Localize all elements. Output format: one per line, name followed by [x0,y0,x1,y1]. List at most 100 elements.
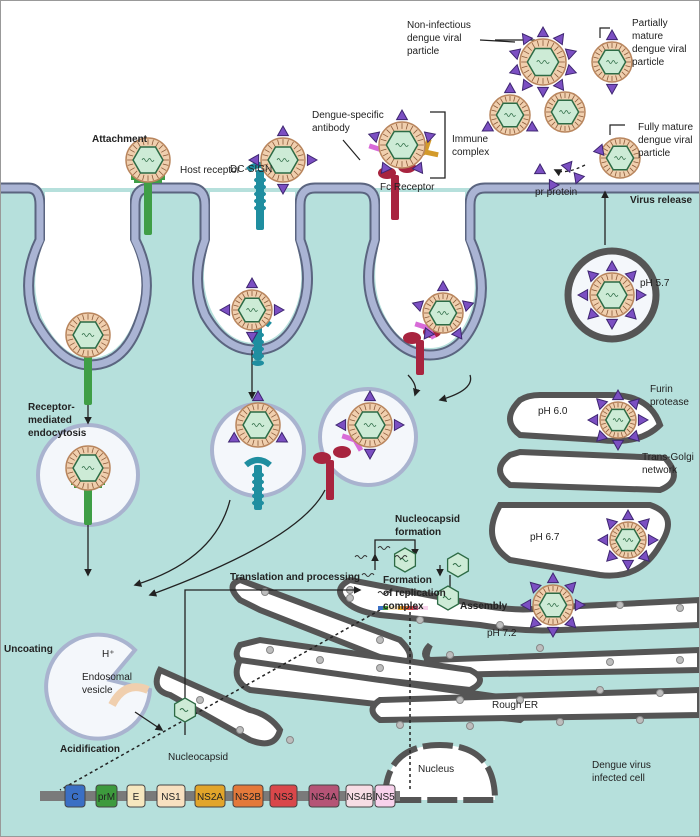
immune-complex-virion [367,108,437,175]
vesicle-virion [334,389,406,461]
endosomal-vesicle [44,632,153,741]
pr-protein [481,120,495,132]
genome-segment-label: NS4B [346,792,372,803]
pr-protein [395,108,409,121]
pr-protein [552,32,565,46]
rough-er-label: Rough ER [492,700,538,711]
genome-segment-ns2b: NS2B [232,784,264,808]
golgi-virion [586,388,650,452]
pr-protein [621,508,635,521]
ribosome [536,644,544,652]
pr-protein [450,327,463,340]
rough-er-sheet [369,686,700,724]
non-infectious-label: dengue viral [407,33,461,44]
dc-sign-receptor [246,162,274,230]
nucleocapsid [446,552,470,578]
pr-protein [548,178,561,192]
pr-protein [529,616,542,629]
genome-segment-ns3: NS3 [269,784,298,808]
pr-protein [647,533,660,547]
ribosome [376,636,384,644]
trans-golgi-label: Trans-Golgi [642,452,694,463]
assembly-label: Assembly [460,601,508,612]
pr-protein [367,131,381,144]
viral-rna [361,573,375,577]
ribosome [636,716,644,724]
pr-protein [393,418,406,432]
pr-protein [247,153,260,167]
replication-complex-segment [413,606,418,610]
ribosome [376,664,384,672]
pr-protein [624,270,637,283]
fully-mature-label: Fully mature [638,122,693,133]
ribosome [236,726,244,734]
pr-protein [627,398,640,411]
ribosome [266,646,274,654]
pr-protein [627,429,640,442]
genome-segment-ns5: NS5 [374,784,396,808]
leader-line [342,139,361,161]
pr-protein [245,276,259,289]
pr-protein [635,288,648,302]
pr-protein [586,413,599,427]
dc-sign-receptor [244,457,272,510]
genome-segment-label: C [71,792,78,803]
pr-protein [587,307,600,320]
pr-protein [605,83,619,96]
translation-label: Translation and processing [230,572,360,583]
nucleus [381,741,499,803]
pr-protein [605,28,619,41]
pr-protein [276,183,290,196]
pr-protein [273,303,286,317]
endocytosed-virion [65,312,111,358]
replication-complex-segment [408,606,413,610]
partially-mature-particle [591,28,633,96]
attached-virion [125,137,171,183]
pr-protein [637,413,650,427]
infected-cell-label: Dengue virus [592,760,651,771]
h-plus-label: H⁺ [102,649,115,660]
ribosome [616,601,624,609]
non-infectious-label: Non-infectious [407,20,471,31]
pr-protein [576,288,589,302]
host-receptor-label: Host receptor [180,165,241,176]
pr-protein [587,270,600,283]
ph-label: pH 5.7 [640,278,670,289]
ribosome [196,696,204,704]
endosomal-vesicle-label: Endosomal [82,672,132,683]
flow-arrow [374,539,419,557]
uncoating-envelope [108,683,150,708]
pr-protein [227,431,241,443]
pr-protein [521,78,534,92]
golgi-cisterna-2 [497,448,677,494]
fully-mature-label: dengue viral [638,135,692,146]
genome-segment-label: prM [98,792,115,803]
immune-complex-label: Immune [452,134,489,145]
flow-arrow [184,586,362,735]
pr-protein [573,172,586,185]
endocytosis-label: endocytosis [28,428,87,439]
flow-arrow [407,374,421,397]
pr-protein [552,78,565,92]
partially-mature-label: particle [632,57,665,68]
dc-sign-label: DC-SIGN [230,164,272,175]
pr-protein [380,161,393,175]
furin-label: Furin [650,384,673,395]
immune-complex-bracket [430,111,446,179]
genome-segment-ns4a: NS4A [308,784,340,808]
ribosome [606,658,614,666]
partially-mature-label: dengue viral [632,44,686,55]
replication-complex-segment [398,606,403,610]
pr-protein [596,398,609,411]
replication-complex-label: of replication [383,588,446,599]
fully-mature-particle [544,91,586,133]
golgi-virion [596,508,660,572]
pr-protein [275,431,289,443]
released-nucleocapsid [173,697,197,723]
acidification-label: Acidification [60,744,120,755]
ribosome [446,651,454,659]
pr-protein [536,25,550,38]
dc-sign-internalised-virion [218,276,286,344]
ribosome [676,656,684,664]
